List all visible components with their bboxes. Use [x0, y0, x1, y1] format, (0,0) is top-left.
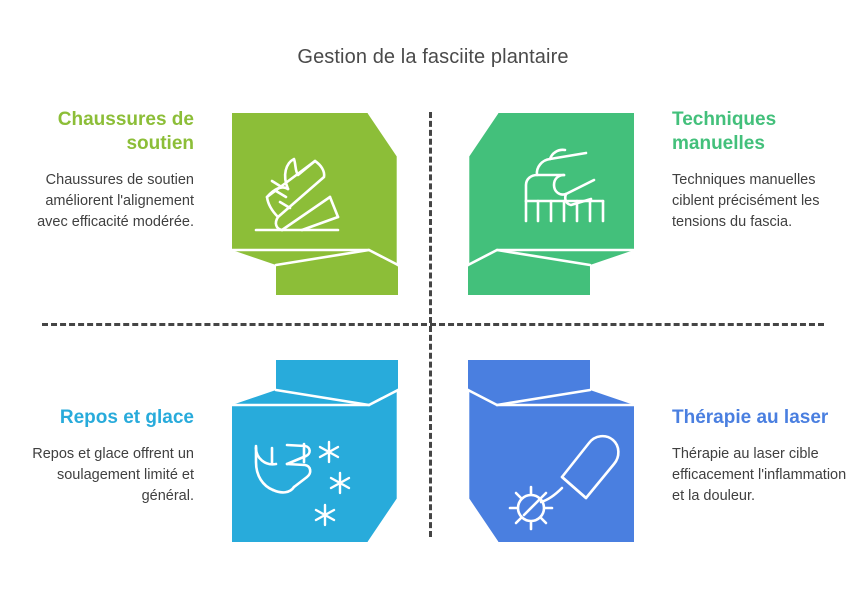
- quadrant-body-top-right: Techniques manuelles ciblent précisément…: [672, 172, 820, 230]
- running-shoe-icon: [232, 113, 408, 295]
- quadrant-body-top-left: Chaussures de soutien améliorent l'align…: [37, 172, 194, 230]
- quadrant-heading-top-left: Chaussures de soutien: [57, 109, 194, 154]
- quadrant-text-top-left: Chaussures de soutien Chaussures de sout…: [16, 108, 194, 233]
- quadrant-text-top-right: Techniques manuelles Techniques manuelle…: [672, 108, 850, 233]
- quadrant-heading-top-right: Techniques manuelles: [672, 109, 777, 154]
- quadrant-body-bottom-left: Repos et glace offrent un soulagement li…: [32, 446, 194, 504]
- foot-ice-icon: [232, 360, 408, 542]
- quadrant-heading-bottom-right: Thérapie au laser: [672, 407, 829, 428]
- horizontal-divider: [42, 323, 824, 326]
- quadrant-body-bottom-right: Thérapie au laser cible efficacement l'i…: [672, 446, 847, 504]
- page-title: Gestion de la fasciite plantaire: [297, 46, 569, 68]
- vertical-divider: [429, 112, 432, 537]
- massage-hand-icon: [458, 113, 634, 295]
- quadrant-heading-bottom-left: Repos et glace: [59, 407, 194, 428]
- laser-device-icon: [458, 360, 634, 542]
- quadrant-text-bottom-left: Repos et glace Repos et glace offrent un…: [16, 406, 194, 507]
- quadrant-text-bottom-right: Thérapie au laser Thérapie au laser cibl…: [672, 406, 850, 507]
